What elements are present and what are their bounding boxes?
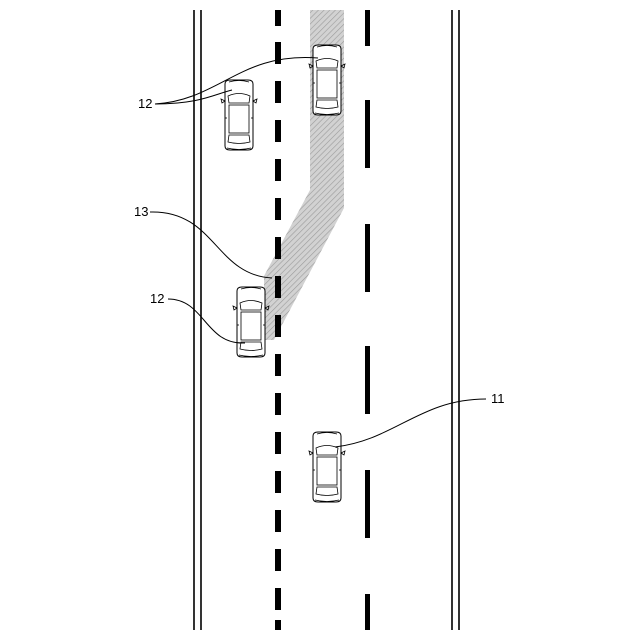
other-vehicle-top-left xyxy=(221,80,257,150)
leader-line-12-middle xyxy=(168,299,245,343)
label-12-middle: 12 xyxy=(150,291,164,306)
road-edge-right xyxy=(452,10,459,630)
label-12-top: 12 xyxy=(138,96,152,111)
own-vehicle xyxy=(309,432,345,502)
other-vehicle-top-right xyxy=(309,45,345,115)
leader-line-13 xyxy=(150,212,272,278)
road-edge-left xyxy=(194,10,201,630)
other-vehicle-middle xyxy=(233,287,269,357)
label-11: 11 xyxy=(491,391,505,406)
lane-line-right-dashed xyxy=(365,10,370,630)
label-13: 13 xyxy=(134,204,148,219)
lane-line-left-dashed xyxy=(275,10,281,630)
leader-line-11 xyxy=(335,399,486,447)
